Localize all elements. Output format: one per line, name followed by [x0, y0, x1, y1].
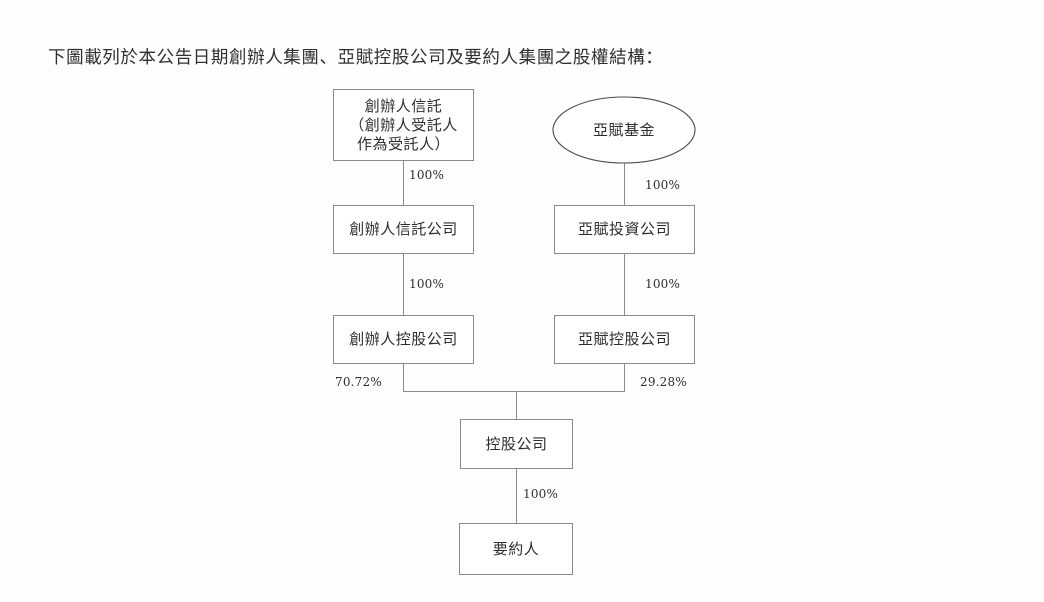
edge-label-founder-trust-to-trustco: 100% [409, 168, 445, 182]
node-founder-trust-label: 創辦人信託 （創辦人受託人 作為受託人） [349, 96, 458, 153]
node-yafu-fund[interactable]: 亞賦基金 [553, 97, 695, 163]
edge-label-founderholding-to-holdco: 70.72% [335, 375, 382, 389]
edge-label-yafuinvest-to-yafuholding: 100% [645, 277, 681, 291]
node-founder-trust-company-label: 創辦人信託公司 [349, 220, 458, 238]
node-founder-holding-company[interactable]: 創辦人控股公司 [333, 315, 474, 364]
edge-label-yafuholding-to-holdco: 29.28% [640, 375, 687, 389]
edge-label-holdco-to-offeror: 100% [523, 487, 559, 501]
node-holding-company[interactable]: 控股公司 [460, 419, 573, 469]
node-holding-company-label: 控股公司 [485, 434, 548, 453]
edge-label-yafufund-to-yafuinvest: 100% [645, 178, 681, 192]
node-founder-trust[interactable]: 創辦人信託 （創辦人受託人 作為受託人） [333, 89, 474, 161]
node-founder-holding-company-label: 創辦人控股公司 [349, 330, 458, 348]
node-yafu-investment-company[interactable]: 亞賦投資公司 [554, 205, 695, 254]
node-founder-trust-company[interactable]: 創辦人信託公司 [333, 205, 474, 254]
node-yafu-holding-company[interactable]: 亞賦控股公司 [554, 315, 695, 364]
yafu-fund-ellipse-shape [552, 96, 696, 164]
edge-label-trustco-to-founderholding: 100% [409, 277, 445, 291]
node-yafu-investment-company-label: 亞賦投資公司 [577, 220, 671, 238]
node-yafu-fund-label: 亞賦基金 [592, 120, 655, 139]
intro-paragraph: 下圖載列於本公告日期創辦人集團、亞賦控股公司及要約人集團之股權結構： [48, 47, 664, 68]
node-offeror-label: 要約人 [492, 539, 540, 558]
node-offeror[interactable]: 要約人 [459, 523, 573, 575]
node-yafu-holding-company-label: 亞賦控股公司 [577, 330, 671, 348]
